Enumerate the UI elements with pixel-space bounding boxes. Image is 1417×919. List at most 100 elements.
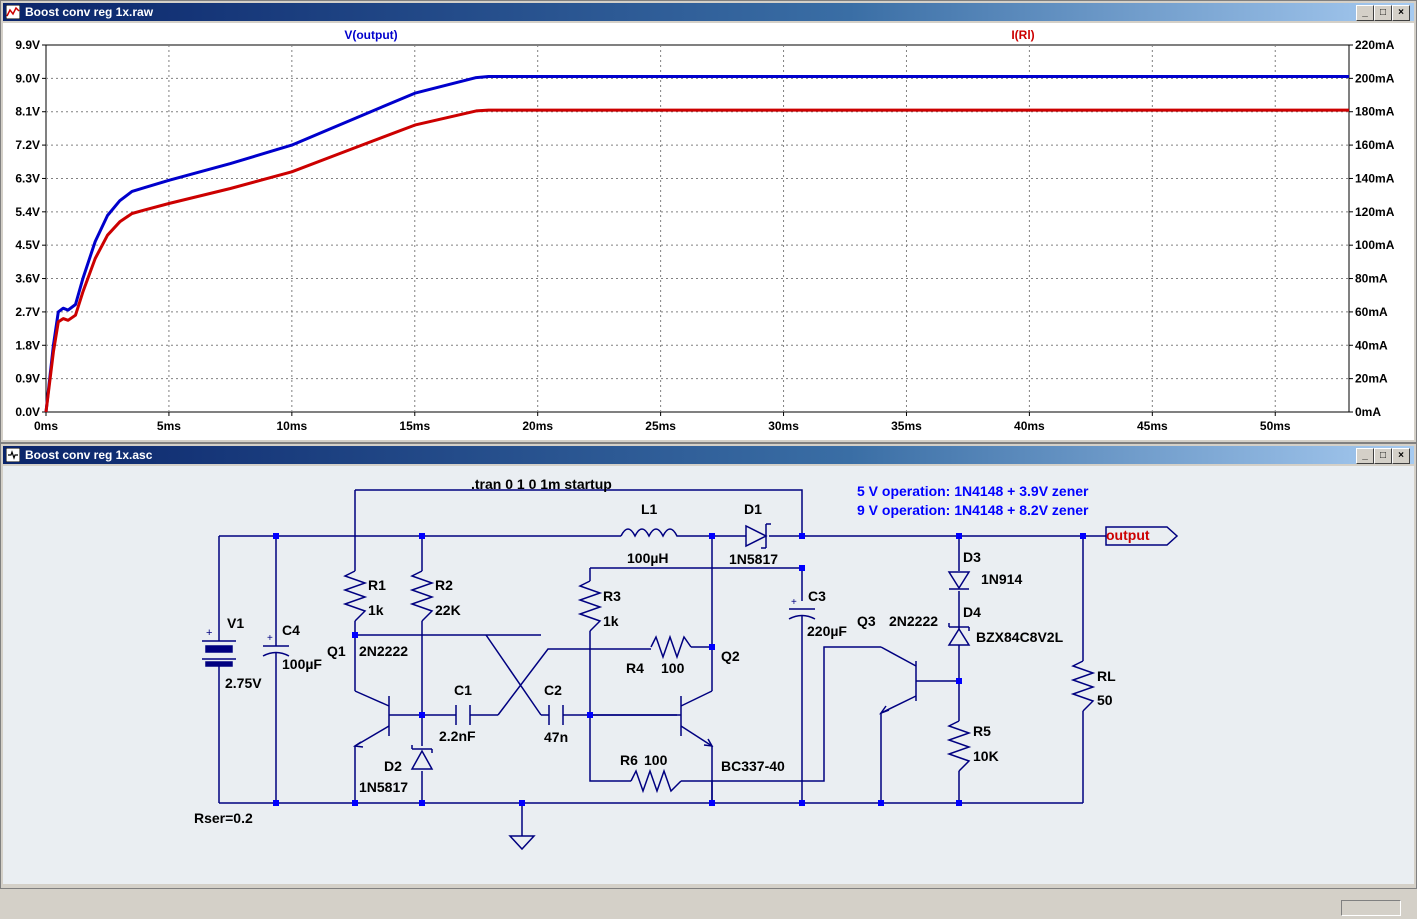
y-right-tick-label: 120mA xyxy=(1355,205,1395,219)
series-line-v-output[interactable] xyxy=(44,75,1349,413)
plot-series xyxy=(44,75,1349,413)
r1-ref[interactable]: R1 xyxy=(368,577,386,593)
d1-ref[interactable]: D1 xyxy=(744,501,762,517)
d3-ref[interactable]: D3 xyxy=(963,549,981,565)
c4-ref[interactable]: C4 xyxy=(282,622,300,638)
status-field xyxy=(1341,900,1401,916)
capacitor-c3-symbol: + xyxy=(788,597,816,620)
l1-value[interactable]: 100µH xyxy=(627,550,669,566)
c2-ref[interactable]: C2 xyxy=(544,682,562,698)
r2-ref[interactable]: R2 xyxy=(435,577,453,593)
q3-ref[interactable]: Q3 xyxy=(857,613,876,629)
schematic-canvas[interactable]: + + xyxy=(3,466,1414,884)
r5-ref[interactable]: R5 xyxy=(973,723,991,739)
inductor-l1-symbol xyxy=(620,528,681,538)
l1-ref[interactable]: L1 xyxy=(641,501,658,517)
q1-value[interactable]: 2N2222 xyxy=(359,643,408,659)
schematic-titlebar[interactable]: Boost conv reg 1x.asc _ □ × xyxy=(3,446,1414,464)
y-left-tick-label: 9.0V xyxy=(15,71,40,85)
note-5v[interactable]: 5 V operation: 1N4148 + 3.9V zener xyxy=(857,483,1089,499)
diode-d3-symbol xyxy=(947,571,971,590)
q2-ref[interactable]: Q2 xyxy=(721,648,740,664)
d2-ref[interactable]: D2 xyxy=(384,758,402,774)
d2-value[interactable]: 1N5817 xyxy=(359,779,408,795)
q2-value[interactable]: BC337-40 xyxy=(721,758,785,774)
capacitor-c4-symbol: + xyxy=(262,633,290,657)
y-left-tick-label: 5.4V xyxy=(15,205,40,219)
close-button[interactable]: × xyxy=(1392,448,1410,464)
x-tick-label: 30ms xyxy=(768,419,799,433)
schematic-panel[interactable]: + + xyxy=(3,466,1414,884)
c2-value[interactable]: 47n xyxy=(544,729,568,745)
c1-value[interactable]: 2.2nF xyxy=(439,728,476,744)
q1-ref[interactable]: Q1 xyxy=(327,643,346,659)
resistor-r1-symbol xyxy=(342,570,368,622)
r1-value[interactable]: 1k xyxy=(368,602,384,618)
svg-text:+: + xyxy=(791,597,797,608)
svg-text:+: + xyxy=(267,633,273,644)
c4-value[interactable]: 100µF xyxy=(282,656,322,672)
x-tick-label: 20ms xyxy=(522,419,553,433)
r5-value[interactable]: 10K xyxy=(973,748,999,764)
x-tick-label: 15ms xyxy=(399,419,430,433)
r6-value[interactable]: 100 xyxy=(644,752,668,768)
r6-ref[interactable]: R6 xyxy=(620,752,638,768)
rl-ref[interactable]: RL xyxy=(1097,668,1116,684)
v1-rser[interactable]: Rser=0.2 xyxy=(194,810,253,826)
y-left-tick-label: 4.5V xyxy=(15,238,40,252)
v1-ref[interactable]: V1 xyxy=(227,615,244,631)
spice-directive[interactable]: .tran 0 1 0 1m startup xyxy=(471,476,612,492)
x-tick-label: 40ms xyxy=(1014,419,1045,433)
note-9v[interactable]: 9 V operation: 1N4148 + 8.2V zener xyxy=(857,502,1089,518)
y-right-tick-label: 180mA xyxy=(1355,105,1395,119)
restore-button[interactable]: □ xyxy=(1374,448,1392,464)
junction-dots xyxy=(273,533,1086,806)
r4-value[interactable]: 100 xyxy=(661,660,685,676)
minimize-button[interactable]: _ xyxy=(1356,5,1374,21)
capacitor-c1-symbol xyxy=(455,705,471,725)
diode-d4-symbol xyxy=(947,623,971,646)
resistor-r2-symbol xyxy=(409,570,435,622)
output-net-label[interactable]: output xyxy=(1106,527,1150,543)
rl-value[interactable]: 50 xyxy=(1097,692,1113,708)
x-tick-label: 10ms xyxy=(276,419,307,433)
transistor-q1-symbol xyxy=(352,690,390,748)
r3-value[interactable]: 1k xyxy=(603,613,619,629)
legend-v-output[interactable]: V(output) xyxy=(344,28,397,42)
c3-value[interactable]: 220µF xyxy=(807,623,847,639)
y-right-tick-label: 100mA xyxy=(1355,238,1395,252)
legend-i-rl[interactable]: I(Rl) xyxy=(1011,28,1034,42)
plot-grid xyxy=(46,45,1349,412)
y-right-tick-label: 140mA xyxy=(1355,171,1395,185)
r3-ref[interactable]: R3 xyxy=(603,588,621,604)
y-left-tick-label: 0.0V xyxy=(15,405,40,419)
waveform-titlebar[interactable]: Boost conv reg 1x.raw _ □ × xyxy=(3,3,1414,21)
minimize-button[interactable]: _ xyxy=(1356,448,1374,464)
y-left-tick-label: 3.6V xyxy=(15,272,40,286)
d4-value[interactable]: BZX84C8V2L xyxy=(976,629,1064,645)
y-right-tick-label: 20mA xyxy=(1355,372,1388,386)
d3-value[interactable]: 1N914 xyxy=(981,571,1022,587)
c3-ref[interactable]: C3 xyxy=(808,588,826,604)
r2-value[interactable]: 22K xyxy=(435,602,461,618)
d1-value[interactable]: 1N5817 xyxy=(729,551,778,567)
q3-value[interactable]: 2N2222 xyxy=(889,613,938,629)
r4-ref[interactable]: R4 xyxy=(626,660,644,676)
y-left-tick-label: 6.3V xyxy=(15,171,40,185)
y-right-tick-label: 40mA xyxy=(1355,338,1388,352)
series-line-i-rl[interactable] xyxy=(44,108,1349,413)
close-button[interactable]: × xyxy=(1392,5,1410,21)
c1-ref[interactable]: C1 xyxy=(454,682,472,698)
d4-ref[interactable]: D4 xyxy=(963,604,981,620)
x-tick-label: 25ms xyxy=(645,419,676,433)
v1-value[interactable]: 2.75V xyxy=(225,675,262,691)
schematic-window-title: Boost conv reg 1x.asc xyxy=(25,448,153,462)
resistor-rl-symbol xyxy=(1070,660,1096,712)
restore-button[interactable]: □ xyxy=(1374,5,1392,21)
capacitor-c2-symbol xyxy=(548,705,564,725)
wire xyxy=(485,634,651,716)
